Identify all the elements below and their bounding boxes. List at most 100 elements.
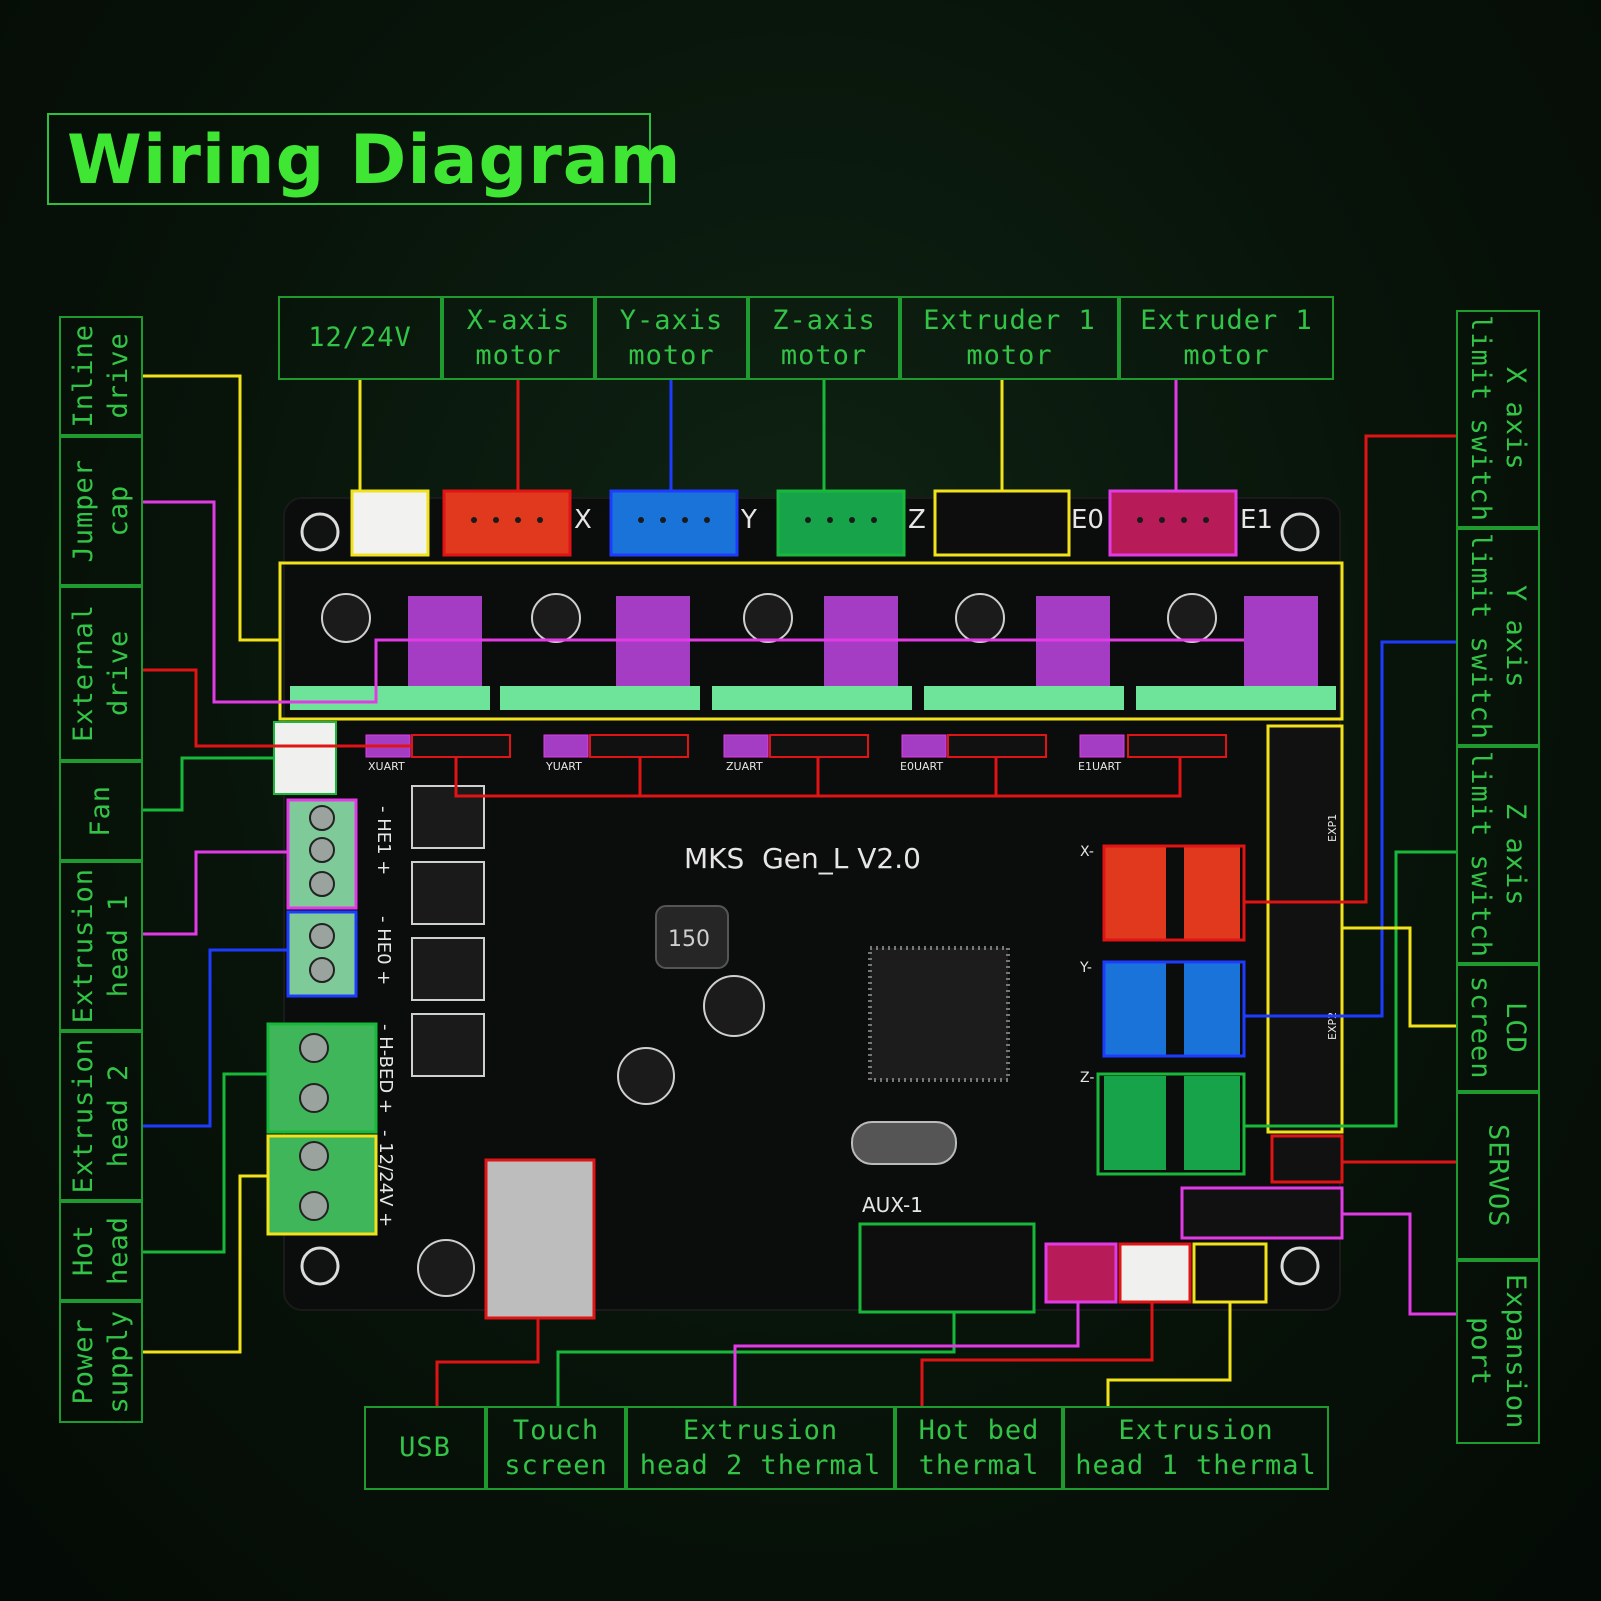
th-bed-connector [1118,1242,1192,1304]
wires-top [358,380,1178,492]
label-extrusion-head-1-thermal: Extrusion head 1 thermal [1063,1406,1329,1490]
servos-header [1270,1134,1344,1184]
hbed-terminal-label: - H-BED + [375,1024,396,1114]
uart-jumpers [365,734,1125,758]
wires-left [143,374,1244,1354]
label-text: Extruder 1 motor [923,304,1096,371]
label-12-24v: 12/24V [278,296,442,380]
label-extrusion-head-1: Extrusion head 1 [59,861,143,1031]
label-expansion-port: Expansion port [1456,1260,1540,1444]
label-text: SERVOS [1482,1124,1514,1228]
label-text: X-axis motor [466,304,571,371]
label-text: Extrusion head 1 thermal [1075,1414,1317,1481]
expansion-header [1180,1186,1344,1240]
y-motor-connector [609,489,739,557]
z-motor-connector [776,489,906,557]
e1-motor-connector [1108,489,1238,557]
label-hot-bed-thermal: Hot bed thermal [895,1406,1063,1490]
label-usb: USB [364,1406,486,1490]
label-extrusion-head-2-thermal: Extrusion head 2 thermal [626,1406,895,1490]
board-name: MKS Gen_L V2.0 [684,842,921,875]
capacitor-100-low [417,1239,475,1297]
label-extrusion-head-2: Extrusion head 2 [59,1031,143,1201]
label-external-drive: External drive [59,586,143,761]
label-text: Z axis limit switch [1465,751,1532,959]
mosfets [411,785,485,1077]
label-extruder-motor-a: Extruder 1 motor [900,296,1119,380]
aux-1-connector [858,1222,1036,1314]
exp-headers [1266,724,1344,1134]
label-lcd-screen: LCD screen [1456,964,1540,1092]
label-text: Y-axis motor [619,304,724,371]
th2-connector [1044,1242,1118,1304]
connector-z-label: Z [908,505,926,535]
exp2-label: EXP2 [1326,1012,1339,1040]
fan-connector [273,721,337,795]
title-box: Wiring Diagram [47,113,681,205]
wires-right [1244,434,1456,1316]
label-text: Z-axis motor [772,304,876,371]
label-inline-drive: Inline drive [59,316,143,436]
inductor [655,905,729,969]
label-y-axis-motor: Y-axis motor [595,296,748,380]
label-text: X axis limit switch [1465,315,1532,523]
terminal-screws-large [299,1033,329,1221]
driver-headers [290,686,1336,710]
capacitor-220 [703,975,765,1037]
capacitor-100-mid [617,1047,675,1105]
label-text: Y axis limit switch [1465,533,1532,741]
label-text: LCD screen [1465,976,1532,1080]
label-text: Expansion port [1465,1274,1532,1430]
label-jumper-cap: Jumper cap [59,436,143,586]
zuart-label: ZUART [726,760,763,773]
power-terminal-label: - 12/24V + [375,1130,396,1227]
e1uart-label: E1UART [1078,760,1121,773]
mcu-chip [868,946,1010,1082]
exp1-label: EXP1 [1326,814,1339,842]
usb-port [484,1158,596,1320]
e0uart-label: E0UART [900,760,943,773]
connector-e1-label: E1 [1240,505,1273,535]
connector-x-label: X [574,505,592,535]
terminal-screws [309,805,335,983]
power-connector [350,489,430,557]
label-text: 12/24V [308,322,412,354]
connector-pins [471,517,1209,523]
z-endstop-label: Z- [1080,1070,1094,1086]
inductor-label: 150 [668,927,710,952]
x-motor-connector [442,489,572,557]
label-text: Touch screen [504,1414,608,1481]
he0-terminal-label: - HE0 + [373,916,394,985]
y-endstop-label: Y- [1079,960,1092,976]
label-touch-screen: Touch screen [486,1406,626,1490]
connector-e0-label: E0 [1071,505,1104,535]
label-text: Extrusion head 2 thermal [639,1414,882,1481]
y-endstops [1102,960,1246,1058]
label-x-axis-motor: X-axis motor [442,296,595,380]
external-drive-headers [411,734,1227,758]
label-z-limit-switch: Z axis limit switch [1456,746,1540,964]
label-hot-head: Hot head [59,1201,143,1301]
label-x-limit-switch: X axis limit switch [1456,310,1540,528]
label-fan: Fan [59,761,143,861]
label-text: USB [399,1432,451,1464]
yuart-label: YUART [545,760,582,773]
label-y-limit-switch: Y axis limit switch [1456,528,1540,746]
th1-connector [1192,1242,1268,1304]
he1-terminal-label: - HE1 + [373,806,394,875]
label-text: Hot bed thermal [918,1414,1040,1481]
label-text: Extruder 1 motor [1140,304,1313,371]
label-servos: SERVOS [1456,1092,1540,1260]
e0-motor-connector [933,489,1071,557]
xuart-label: XUART [368,760,405,773]
diagram-title: Wiring Diagram [67,121,682,200]
connector-y-label: Y [740,505,757,535]
label-power-supply: Power supply [59,1301,143,1423]
wires-bottom [435,1302,1232,1406]
mounting-holes [300,512,1320,1286]
x-endstops [1102,844,1246,942]
label-extruder-motor-b: Extruder 1 motor [1119,296,1334,380]
crystal [851,1121,957,1165]
aux-label: AUX-1 [862,1193,923,1217]
